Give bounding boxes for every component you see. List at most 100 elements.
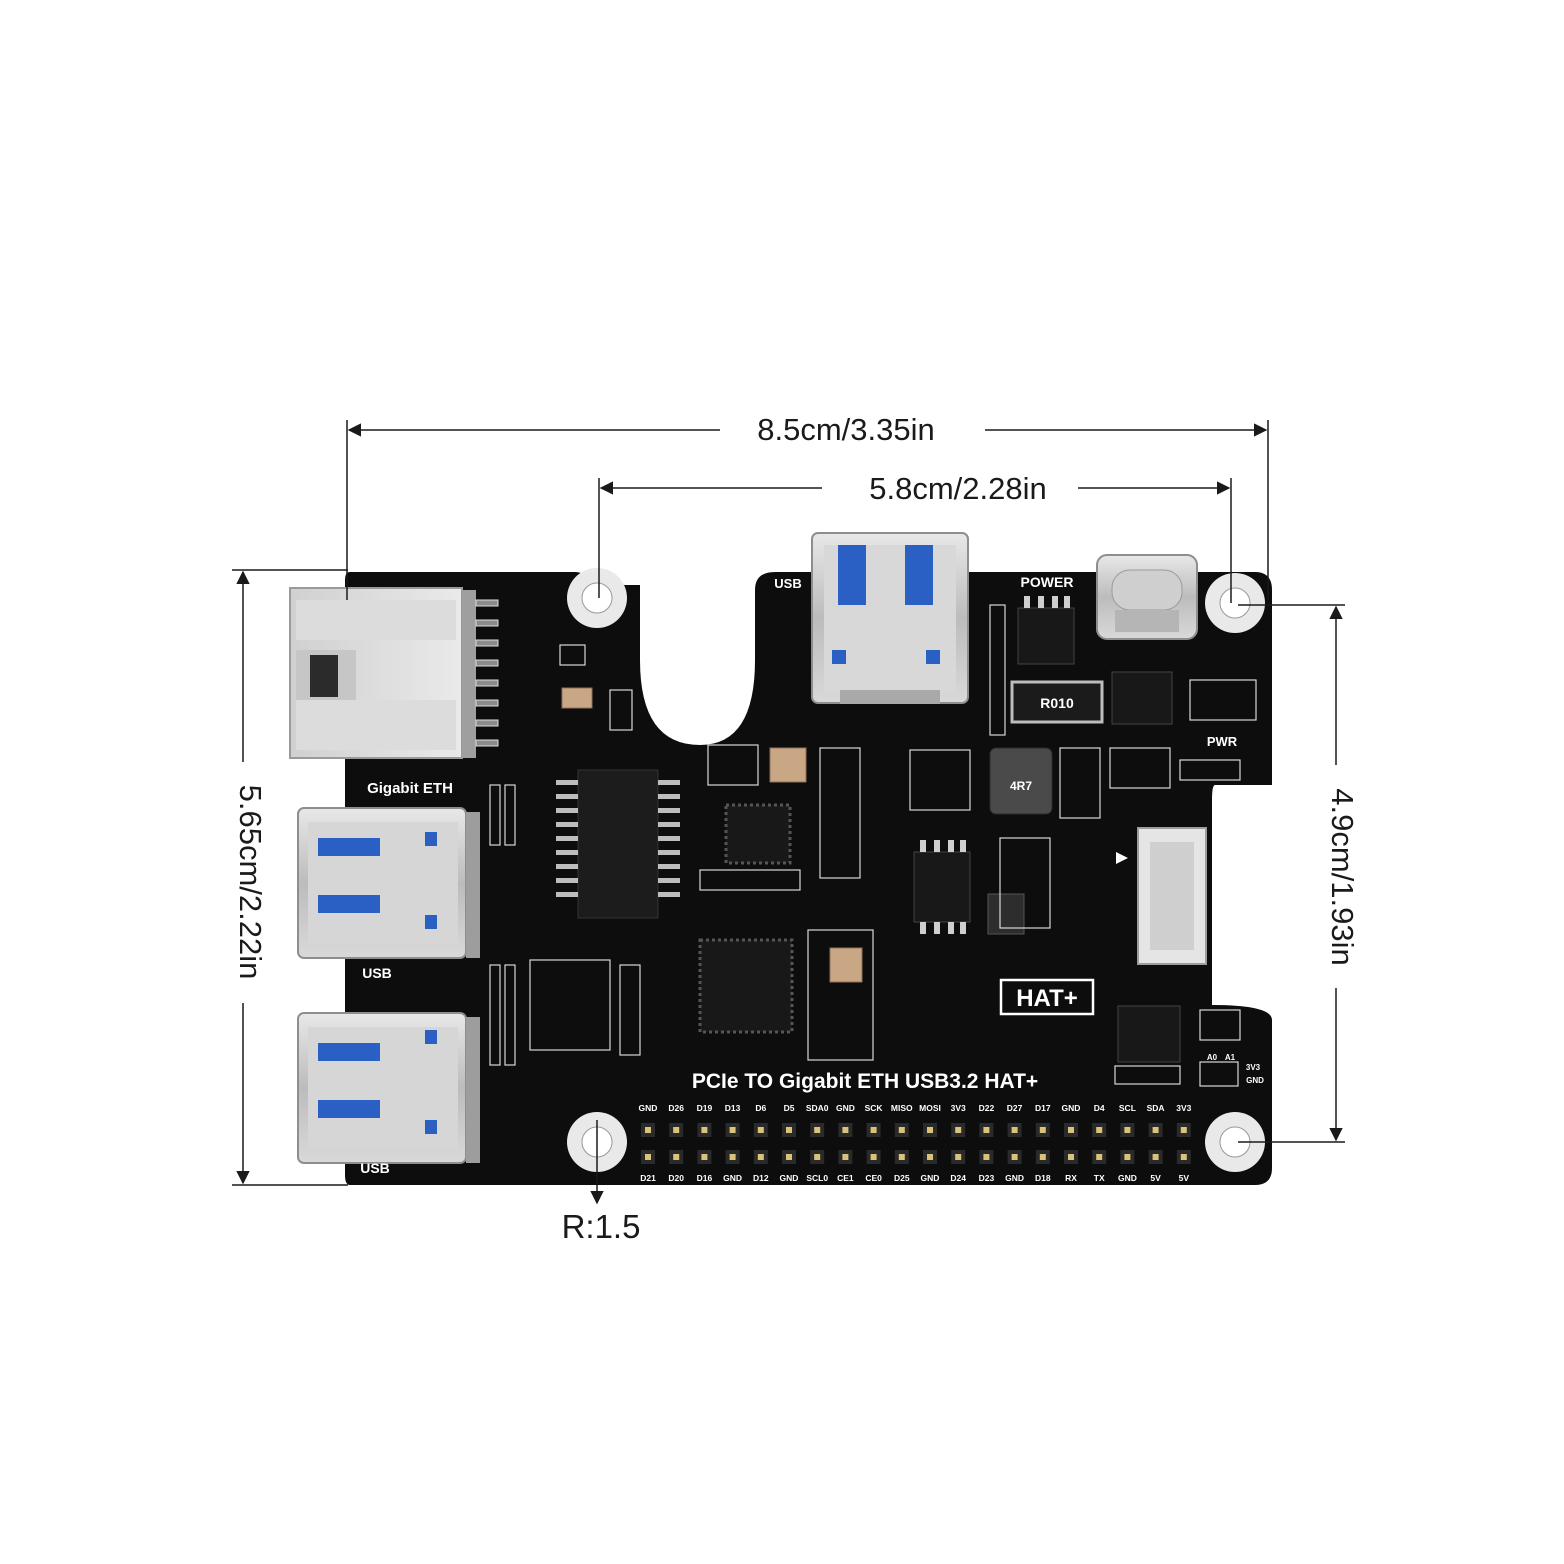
gpio-pin bbox=[1096, 1154, 1103, 1160]
gpio-pin bbox=[870, 1154, 877, 1160]
gpio-pin bbox=[673, 1127, 680, 1133]
gpio-pin bbox=[757, 1154, 764, 1160]
pin-label-bottom: GND bbox=[921, 1173, 940, 1183]
pin-label-top: 3V3 bbox=[1176, 1103, 1191, 1113]
eeprom-chip bbox=[1117, 1005, 1181, 1063]
v3v3-label: 3V3 bbox=[1246, 1063, 1261, 1072]
pin-label-bottom: D23 bbox=[979, 1173, 995, 1183]
usb-label-left-2: USB bbox=[360, 1160, 390, 1176]
pin-label-bottom: D16 bbox=[697, 1173, 713, 1183]
pin-label-top: SDA bbox=[1147, 1103, 1165, 1113]
pin-label-top: D13 bbox=[725, 1103, 741, 1113]
pin-label-top: D22 bbox=[979, 1103, 995, 1113]
pin-label-top: GND bbox=[639, 1103, 658, 1113]
pin-label-top: MOSI bbox=[919, 1103, 941, 1113]
gpio-pin bbox=[757, 1127, 764, 1133]
hat-badge: HAT+ bbox=[1016, 985, 1078, 1012]
pin-label-top: GND bbox=[836, 1103, 855, 1113]
pin-label-top: GND bbox=[1062, 1103, 1081, 1113]
gpio-pin bbox=[1068, 1154, 1074, 1160]
gpio-pin bbox=[814, 1127, 821, 1133]
pin-label-bottom: D18 bbox=[1035, 1173, 1051, 1183]
gpio-pin bbox=[898, 1154, 905, 1160]
mounting-hole-top-right bbox=[1205, 573, 1265, 633]
gpio-pin bbox=[955, 1154, 962, 1160]
pin-label-bottom: GND bbox=[1118, 1173, 1137, 1183]
gpio-pin bbox=[898, 1127, 905, 1133]
width-holes-label: 5.8cm/2.28in bbox=[869, 471, 1047, 506]
gpio-pin bbox=[701, 1154, 708, 1160]
resistor-label: R010 bbox=[1040, 695, 1074, 711]
pin-label-top: 3V3 bbox=[951, 1103, 966, 1113]
gpio-pin bbox=[729, 1154, 736, 1160]
hat-badge-frame bbox=[999, 978, 1095, 1016]
gpio-pin bbox=[645, 1127, 651, 1133]
height-holes-label: 4.9cm/1.93in bbox=[1325, 788, 1360, 966]
transformer-chip bbox=[556, 769, 680, 919]
gpio-pin bbox=[955, 1127, 962, 1133]
gpio-pin bbox=[927, 1127, 933, 1133]
pin-label-bottom: SCL0 bbox=[806, 1173, 828, 1183]
pin-label-top: D17 bbox=[1035, 1103, 1051, 1113]
mosfet bbox=[987, 893, 1025, 935]
usb-port-left-2 bbox=[297, 1012, 480, 1164]
pin-label-bottom: D21 bbox=[640, 1173, 656, 1183]
pin-label-bottom: 5V bbox=[1179, 1173, 1190, 1183]
gpio-pin bbox=[1124, 1127, 1131, 1133]
pin-label-bottom: D20 bbox=[668, 1173, 684, 1183]
pin-label-bottom: GND bbox=[1005, 1173, 1024, 1183]
board-title: PCIe TO Gigabit ETH USB3.2 HAT+ bbox=[692, 1070, 1038, 1093]
pin-label-top: SCK bbox=[865, 1103, 884, 1113]
gpio-pin bbox=[814, 1154, 821, 1160]
gpio-pin bbox=[1152, 1127, 1159, 1133]
usb-label-top: USB bbox=[774, 576, 801, 591]
gpio-pin bbox=[1096, 1127, 1103, 1133]
ethernet-port bbox=[289, 587, 499, 759]
pin-label-bottom: TX bbox=[1094, 1173, 1105, 1183]
a1-label: A1 bbox=[1225, 1053, 1236, 1062]
width-overall-label: 8.5cm/3.35in bbox=[757, 412, 935, 447]
gpio-pin bbox=[1011, 1127, 1018, 1133]
pin-label-top: D6 bbox=[755, 1103, 766, 1113]
pin-label-top: SDA0 bbox=[806, 1103, 829, 1113]
gpio-header bbox=[641, 1123, 1191, 1164]
hole-radius-label: R:1.5 bbox=[562, 1208, 641, 1245]
mounting-hole-top-left bbox=[567, 568, 627, 628]
usb-port-top bbox=[811, 532, 969, 704]
pwr-label: PWR bbox=[1207, 734, 1238, 749]
pin-label-top: D5 bbox=[784, 1103, 795, 1113]
usb-c-port bbox=[1096, 554, 1198, 640]
passive-components bbox=[489, 604, 1257, 1087]
gpio-pin bbox=[983, 1154, 990, 1160]
pcie-controller-chip bbox=[698, 938, 794, 1034]
pin-label-top: D4 bbox=[1094, 1103, 1105, 1113]
gpio-pin bbox=[786, 1154, 792, 1160]
pin-label-top: D19 bbox=[697, 1103, 713, 1113]
gpio-pin bbox=[1180, 1154, 1187, 1160]
pin-label-top: D27 bbox=[1007, 1103, 1023, 1113]
pin-label-bottom: CE1 bbox=[837, 1173, 854, 1183]
inductor-4r7 bbox=[989, 747, 1053, 815]
gpio-pin bbox=[1152, 1154, 1159, 1160]
a0-label: A0 bbox=[1207, 1053, 1218, 1062]
pin-label-bottom: GND bbox=[780, 1173, 799, 1183]
gpio-pin bbox=[1180, 1127, 1187, 1133]
pin-label-bottom: D25 bbox=[894, 1173, 910, 1183]
pin-label-top: SCL bbox=[1119, 1103, 1136, 1113]
gpio-pin bbox=[786, 1127, 792, 1133]
pin-label-bottom: 5V bbox=[1150, 1173, 1161, 1183]
gpio-pin bbox=[673, 1154, 680, 1160]
pin-label-bottom: D12 bbox=[753, 1173, 769, 1183]
gnd-label: GND bbox=[1246, 1076, 1264, 1085]
height-overall-label: 5.65cm/2.22in bbox=[233, 785, 268, 980]
gpio-pin bbox=[842, 1154, 849, 1160]
power-label: POWER bbox=[1021, 574, 1074, 590]
gpio-pin bbox=[701, 1127, 708, 1133]
gpio-pin bbox=[842, 1127, 849, 1133]
pin-label-top: D26 bbox=[668, 1103, 684, 1113]
pin-label-bottom: D24 bbox=[950, 1173, 966, 1183]
gpio-pin bbox=[729, 1127, 736, 1133]
